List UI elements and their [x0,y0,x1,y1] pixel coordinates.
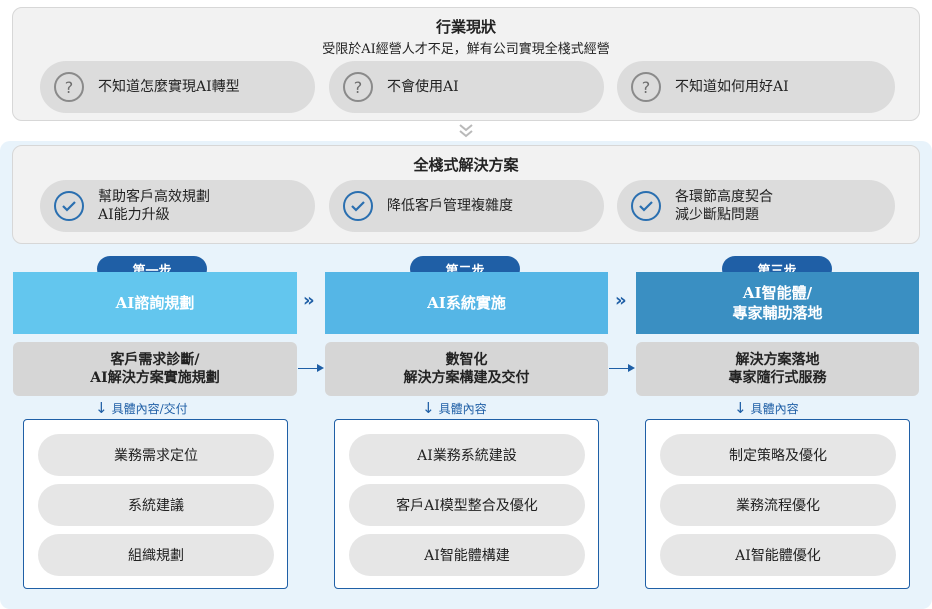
step-box: AI諮詢規劃 [13,272,297,334]
step-summary: 解決方案落地 專家隨行式服務 [636,342,919,396]
step-summary-line: 客戶需求診斷/ [110,352,200,368]
step-summary-line: AI解決方案實施規劃 [90,370,220,386]
solution-pill: 幫助客戶高效規劃 AI能力升級 [40,180,315,232]
problem-label: 不知道怎麼實現AI轉型 [98,79,240,95]
solution-title: 全棧式解決方案 [413,156,519,174]
flow-arrow-line [609,368,629,369]
solution-pill: 降低客戶管理複雜度 [329,180,604,232]
detail-label-text: 具體內容/交付 [111,401,188,416]
list-item: 組織規劃 [38,534,274,576]
arrow-right-icon [628,364,635,372]
problem-pill: ? 不知道怎麼實現AI轉型 [40,61,315,113]
arrow-down-icon: ↓ [422,399,435,417]
solution-label: 各環節高度契合 減少斷點問題 [675,188,773,224]
double-chevron-right-icon: » [303,290,315,311]
double-chevron-right-icon: » [615,290,627,311]
current-state-title: 行業現狀 [435,18,496,36]
list-item: AI智能體構建 [349,534,585,576]
step-summary-line: 數智化 [445,352,488,368]
problem-label: 不知道如何用好AI [675,79,789,95]
check-circle-icon [343,191,373,221]
list-item: AI業務系統建設 [349,434,585,476]
step-summary: 數智化 解決方案構建及交付 [325,342,608,396]
arrow-down-icon: ↓ [95,399,108,417]
current-state-panel: 行業現狀 受限於AI經營人才不足，鮮有公司實現全棧式經營 ? 不知道怎麼實現AI… [12,7,920,121]
current-state-subtitle: 受限於AI經營人才不足，鮮有公司實現全棧式經營 [322,42,610,57]
solution-panel: 全棧式解決方案 幫助客戶高效規劃 AI能力升級 降低客戶管理複雜度 各環節高度契… [12,145,920,244]
list-item: 業務流程優化 [660,484,896,526]
question-icon: ? [54,72,84,102]
list-item: 客戶AI模型整合及優化 [349,484,585,526]
check-circle-icon [54,191,84,221]
list-item: AI智能體優化 [660,534,896,576]
detail-list: 制定策略及優化 業務流程優化 AI智能體優化 [645,419,910,589]
step-box: AI智能體/ 專家輔助落地 [636,272,919,334]
problem-pill: ? 不會使用AI [329,61,604,113]
solution-label-line: 各環節高度契合 [675,189,773,205]
detail-list: 業務需求定位 系統建議 組織規劃 [23,419,288,589]
solution-label-line: AI能力升級 [98,207,170,223]
detail-label: ↓ 具體內容 [734,399,799,417]
flow-arrow-line [298,368,318,369]
step-summary-line: 解決方案落地 [735,352,820,368]
step-name: AI智能體/ [742,284,813,302]
detail-label-text: 具體內容 [750,401,799,416]
detail-label: ↓ 具體內容 [422,399,487,417]
list-item: 制定策略及優化 [660,434,896,476]
arrow-right-icon [317,364,324,372]
step-name: AI諮詢規劃 [115,294,195,312]
problem-label: 不會使用AI [387,79,459,95]
step-name: AI系統實施 [427,294,506,312]
detail-list: AI業務系統建設 客戶AI模型整合及優化 AI智能體構建 [334,419,599,589]
solution-pill: 各環節高度契合 減少斷點問題 [617,180,895,232]
step-summary-line: 專家隨行式服務 [728,370,827,386]
solution-label-line: 幫助客戶高效規劃 [98,189,210,205]
solution-label: 降低客戶管理複雜度 [387,197,513,215]
solution-label-line: 減少斷點問題 [675,207,759,223]
check-circle-icon [631,191,661,221]
arrow-down-icon: ↓ [734,399,747,417]
solution-label: 幫助客戶高效規劃 AI能力升級 [98,188,210,224]
question-icon: ? [631,72,661,102]
detail-label: ↓ 具體內容/交付 [95,399,188,417]
step-name: 專家輔助落地 [732,304,823,322]
step-summary-line: 解決方案構建及交付 [403,370,530,386]
problem-pill: ? 不知道如何用好AI [617,61,895,113]
step-summary: 客戶需求診斷/ AI解決方案實施規劃 [13,342,297,396]
step-box: AI系統實施 [325,272,608,334]
list-item: 業務需求定位 [38,434,274,476]
list-item: 系統建議 [38,484,274,526]
detail-label-text: 具體內容 [438,401,487,416]
question-icon: ? [343,72,373,102]
solution-label-line: 降低客戶管理複雜度 [387,198,513,214]
double-chevron-down-icon [455,122,477,140]
